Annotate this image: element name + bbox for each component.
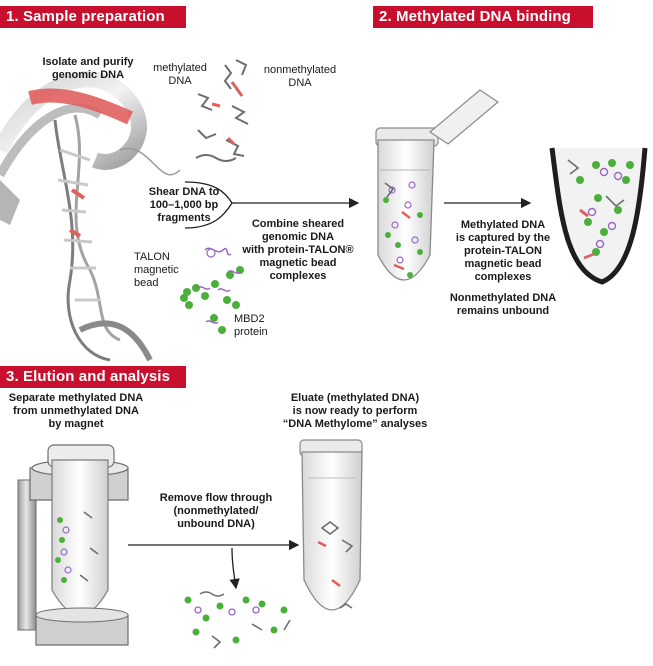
- label-eluate: Eluate (methylated DNA) is now ready to …: [282, 392, 428, 430]
- flowthrough-fragments: [184, 591, 291, 649]
- flowthrough-arrow: [229, 547, 240, 590]
- shear-combine-arrow: [184, 181, 360, 229]
- genomic-dna-illustration: [0, 71, 181, 362]
- label-shear: Shear DNA to 100–1,000 bp fragments: [148, 186, 220, 224]
- label-nonmethylated-dna: nonmethylated DNA: [263, 64, 337, 89]
- label-isolate: Isolate and purify genomic DNA: [42, 56, 134, 81]
- label-mbd2-protein: MBD2 protein: [234, 313, 268, 338]
- section-title: 2. Methylated DNA binding: [379, 8, 571, 25]
- label-unbound: Nonmethylated DNA remains unbound: [449, 292, 557, 317]
- label-combine: Combine sheared genomic DNA with protein…: [242, 218, 354, 282]
- label-separate: Separate methylated DNA from unmethylate…: [8, 392, 144, 430]
- label-remove-flowthrough: Remove flow through (nonmethylated/ unbo…: [159, 492, 273, 530]
- zoomed-tube: [549, 147, 648, 285]
- dna-fragments-cluster: [195, 59, 249, 162]
- label-talon-bead: TALON magnetic bead: [134, 251, 179, 289]
- bead-complexes: [180, 247, 244, 334]
- section-banner-binding: 2. Methylated DNA binding: [373, 6, 593, 28]
- section-banner-elution: 3. Elution and analysis: [0, 366, 186, 388]
- section-title: 1. Sample preparation: [6, 8, 165, 25]
- section-banner-sample-prep: 1. Sample preparation: [0, 6, 186, 28]
- label-methylated-dna: methylated DNA: [153, 62, 207, 87]
- magnet-stand: [17, 444, 129, 646]
- eluate-tube: [299, 439, 363, 611]
- label-captured: Methylated DNA is captured by the protei…: [455, 219, 551, 283]
- section-title: 3. Elution and analysis: [6, 368, 171, 385]
- microtube-binding: [375, 89, 499, 281]
